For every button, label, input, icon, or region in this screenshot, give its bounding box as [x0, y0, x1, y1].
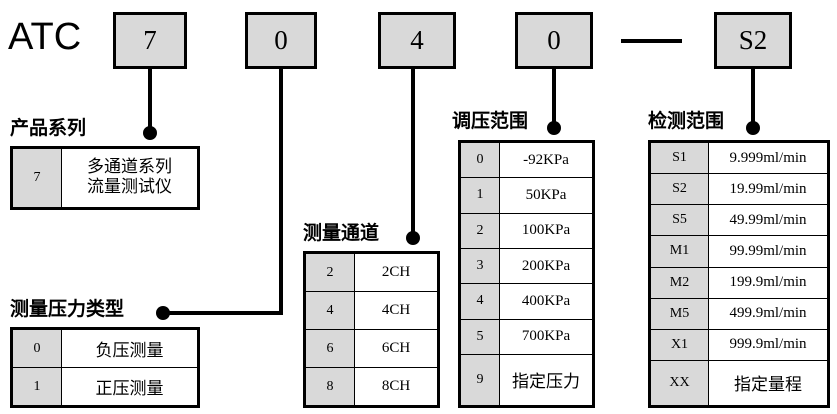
connector-line-measure-channel [411, 67, 415, 239]
group-title-pressure-range: 调压范围 [452, 110, 529, 132]
cell-value: 400KPa [499, 283, 593, 320]
code-box-detect-range[interactable]: S2 [714, 12, 792, 69]
connector-line-pressure-type-vertical [279, 67, 283, 315]
connector-dot-pressure-range [547, 121, 561, 135]
table-row: 2 2CH [305, 253, 438, 292]
table-row: 2 100KPa [460, 212, 593, 249]
cell-value: 9.999ml/min [708, 141, 828, 175]
table-row: XX 指定量程 [650, 359, 828, 407]
table-row: 8 8CH [305, 367, 438, 406]
connector-line-pressure-range [552, 67, 556, 129]
cell-code: 4 [305, 291, 355, 330]
cell-value: 700KPa [499, 318, 593, 355]
table-row: S1 9.999ml/min [650, 141, 828, 175]
code-box-pressure-type[interactable]: 0 [245, 12, 317, 69]
cell-value: 负压测量 [61, 329, 198, 368]
table-row: 0 -92KPa [460, 141, 593, 179]
cell-value: 999.9ml/min [708, 328, 828, 361]
code-box-pressure-range[interactable]: 0 [515, 12, 593, 69]
cell-code: S1 [650, 141, 709, 175]
connector-dot-pressure-type [156, 306, 170, 320]
cell-value: 指定量程 [708, 359, 828, 407]
connector-line-pressure-type-horizontal [163, 311, 283, 315]
code-separator-dash [621, 39, 682, 43]
cell-value: 200KPa [499, 247, 593, 285]
table-row: M1 99.99ml/min [650, 235, 828, 268]
cell-code: S2 [650, 173, 709, 206]
cell-code: 3 [460, 247, 500, 285]
table-pressure-type: 0 负压测量 1 正压测量 [10, 327, 200, 408]
cell-value: -92KPa [499, 141, 593, 179]
group-title-pressure-type: 测量压力类型 [10, 298, 125, 320]
group-title-detect-range: 检测范围 [648, 110, 725, 132]
table-product-series: 7 多通道系列流量测试仪 [10, 146, 200, 210]
table-row: S5 49.99ml/min [650, 204, 828, 237]
connector-dot-product-series [143, 126, 157, 140]
group-title-product-series: 产品系列 [10, 117, 87, 139]
cell-value: 99.99ml/min [708, 235, 828, 268]
table-row: 7 多通道系列流量测试仪 [12, 148, 198, 208]
table-pressure-range: 0 -92KPa 1 50KPa 2 100KPa 3 200KPa 4 400… [458, 140, 595, 408]
cell-value: 100KPa [499, 212, 593, 249]
cell-value: 4CH [354, 291, 438, 330]
cell-value: 正压测量 [61, 367, 198, 406]
table-row: 4 4CH [305, 291, 438, 330]
cell-code: XX [650, 359, 709, 407]
cell-value: 49.99ml/min [708, 204, 828, 237]
connector-line-product-series [148, 67, 152, 134]
cell-value: 50KPa [499, 177, 593, 214]
cell-code: 7 [12, 148, 62, 208]
table-row: 1 正压测量 [12, 367, 198, 406]
group-title-measure-channel: 测量通道 [303, 222, 380, 244]
cell-value: 6CH [354, 329, 438, 368]
cell-code: 1 [12, 367, 62, 406]
cell-value: 199.9ml/min [708, 266, 828, 299]
cell-code: M5 [650, 297, 709, 330]
table-row: 0 负压测量 [12, 329, 198, 368]
table-measure-channel: 2 2CH 4 4CH 6 6CH 8 8CH [303, 251, 440, 408]
cell-value: 多通道系列流量测试仪 [61, 148, 198, 208]
table-row: 9 指定压力 [460, 353, 593, 407]
cell-value: 19.99ml/min [708, 173, 828, 206]
cell-value: 指定压力 [499, 353, 593, 407]
table-row: 5 700KPa [460, 318, 593, 355]
cell-code: 5 [460, 318, 500, 355]
cell-code: 1 [460, 177, 500, 214]
cell-code: S5 [650, 204, 709, 237]
code-box-measure-channel[interactable]: 4 [378, 12, 456, 69]
cell-code: 0 [12, 329, 62, 368]
table-row: M5 499.9ml/min [650, 297, 828, 330]
cell-value: 8CH [354, 367, 438, 406]
table-row: S2 19.99ml/min [650, 173, 828, 206]
cell-code: 6 [305, 329, 355, 368]
cell-value: 499.9ml/min [708, 297, 828, 330]
table-row: 4 400KPa [460, 283, 593, 320]
table-row: 6 6CH [305, 329, 438, 368]
table-detect-range: S1 9.999ml/min S2 19.99ml/min S5 49.99ml… [648, 140, 830, 408]
cell-code: 8 [305, 367, 355, 406]
table-row: M2 199.9ml/min [650, 266, 828, 299]
series-prefix-label: ATC [8, 16, 82, 58]
table-row: 1 50KPa [460, 177, 593, 214]
cell-value: 2CH [354, 253, 438, 292]
connector-dot-measure-channel [406, 231, 420, 245]
cell-code: M2 [650, 266, 709, 299]
cell-code: 0 [460, 141, 500, 179]
cell-code: 4 [460, 283, 500, 320]
connector-line-detect-range [751, 67, 755, 129]
table-row: 3 200KPa [460, 247, 593, 285]
cell-code: M1 [650, 235, 709, 268]
code-box-product-series[interactable]: 7 [113, 12, 187, 69]
connector-dot-detect-range [746, 121, 760, 135]
cell-code: 9 [460, 353, 500, 407]
cell-code: 2 [305, 253, 355, 292]
table-row: X1 999.9ml/min [650, 328, 828, 361]
cell-code: X1 [650, 328, 709, 361]
cell-code: 2 [460, 212, 500, 249]
